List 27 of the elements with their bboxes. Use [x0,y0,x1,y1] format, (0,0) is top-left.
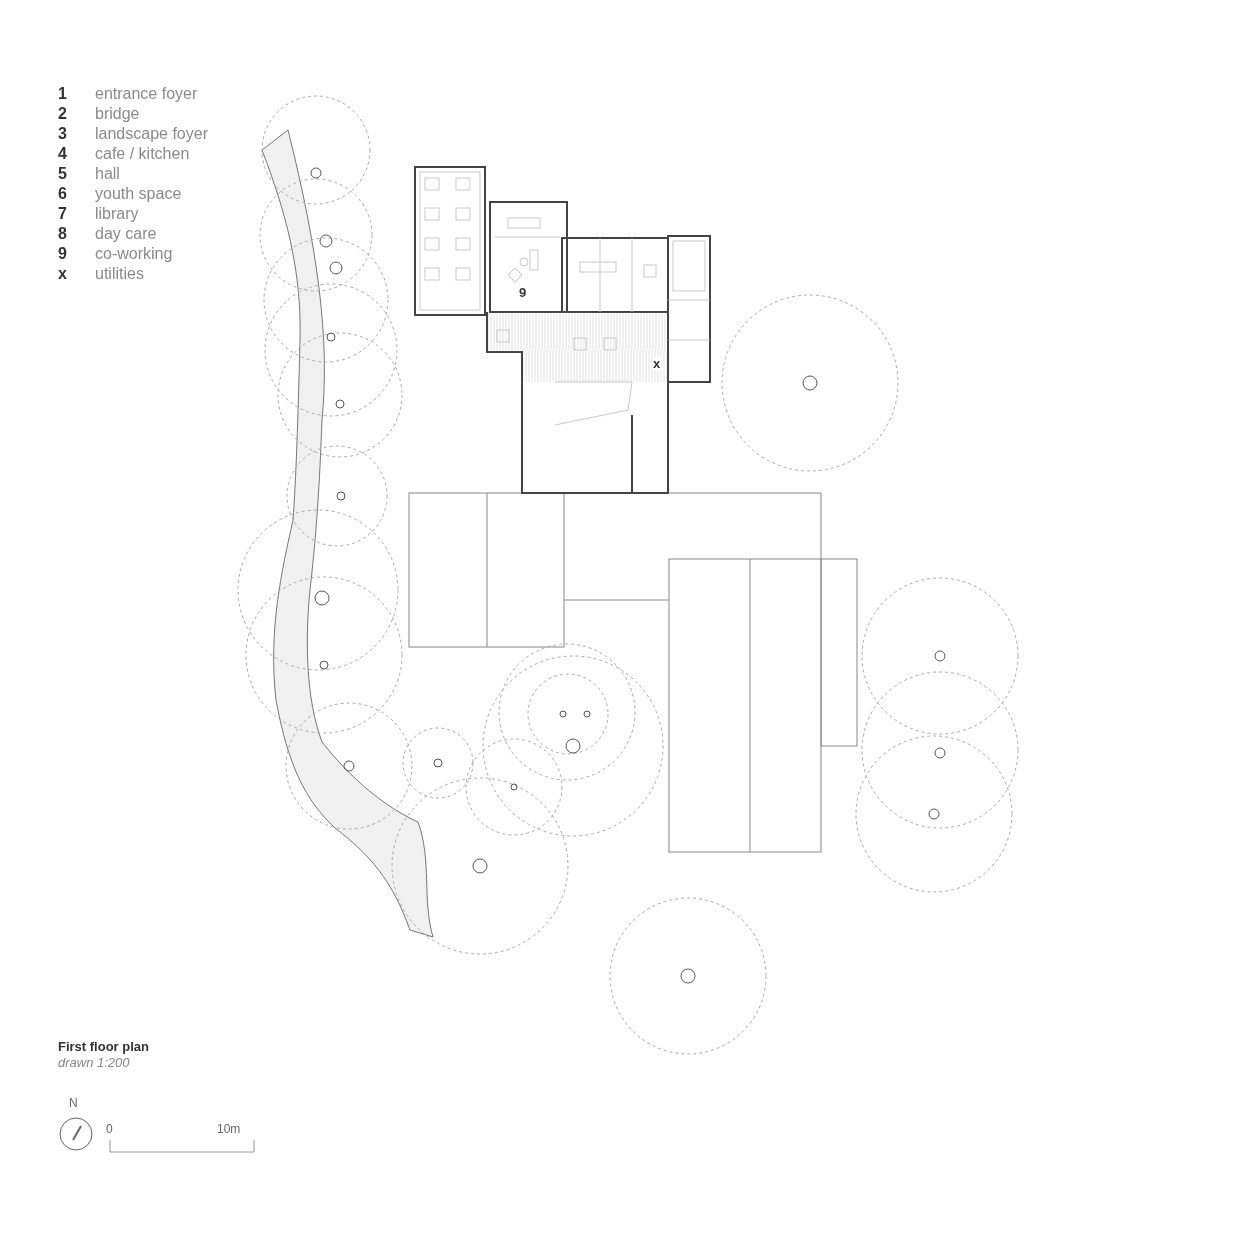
legend-text: bridge [95,106,140,122]
legend-number: 6 [58,186,67,202]
legend-number: 1 [58,86,67,102]
legend-number: 5 [58,166,67,182]
legend-text: hall [95,166,120,182]
legend-text: landscape foyer [95,126,208,142]
legend-text: entrance foyer [95,86,198,102]
legend-number: 7 [58,206,67,222]
north-label: N [69,1097,78,1109]
legend-text: co-working [95,246,173,262]
legend-text: youth space [95,186,182,202]
scale-label: 0 [106,1123,113,1135]
legend-text: day care [95,226,157,242]
room-number: x [652,357,662,370]
legend-number: 3 [58,126,67,142]
legend-number: x [58,266,67,282]
plan-scale-caption: drawn 1:200 [58,1056,130,1069]
legend-text: library [95,206,139,222]
legend-number: 2 [58,106,67,122]
room-number: 9 [518,286,528,299]
plan-title: First floor plan [58,1040,149,1053]
legend-text: cafe / kitchen [95,146,190,162]
scale-label: 10m [217,1123,241,1135]
legend-number: 8 [58,226,67,242]
legend-text: utilities [95,266,144,282]
legend-number: 9 [58,246,67,262]
legend-number: 4 [58,146,67,162]
